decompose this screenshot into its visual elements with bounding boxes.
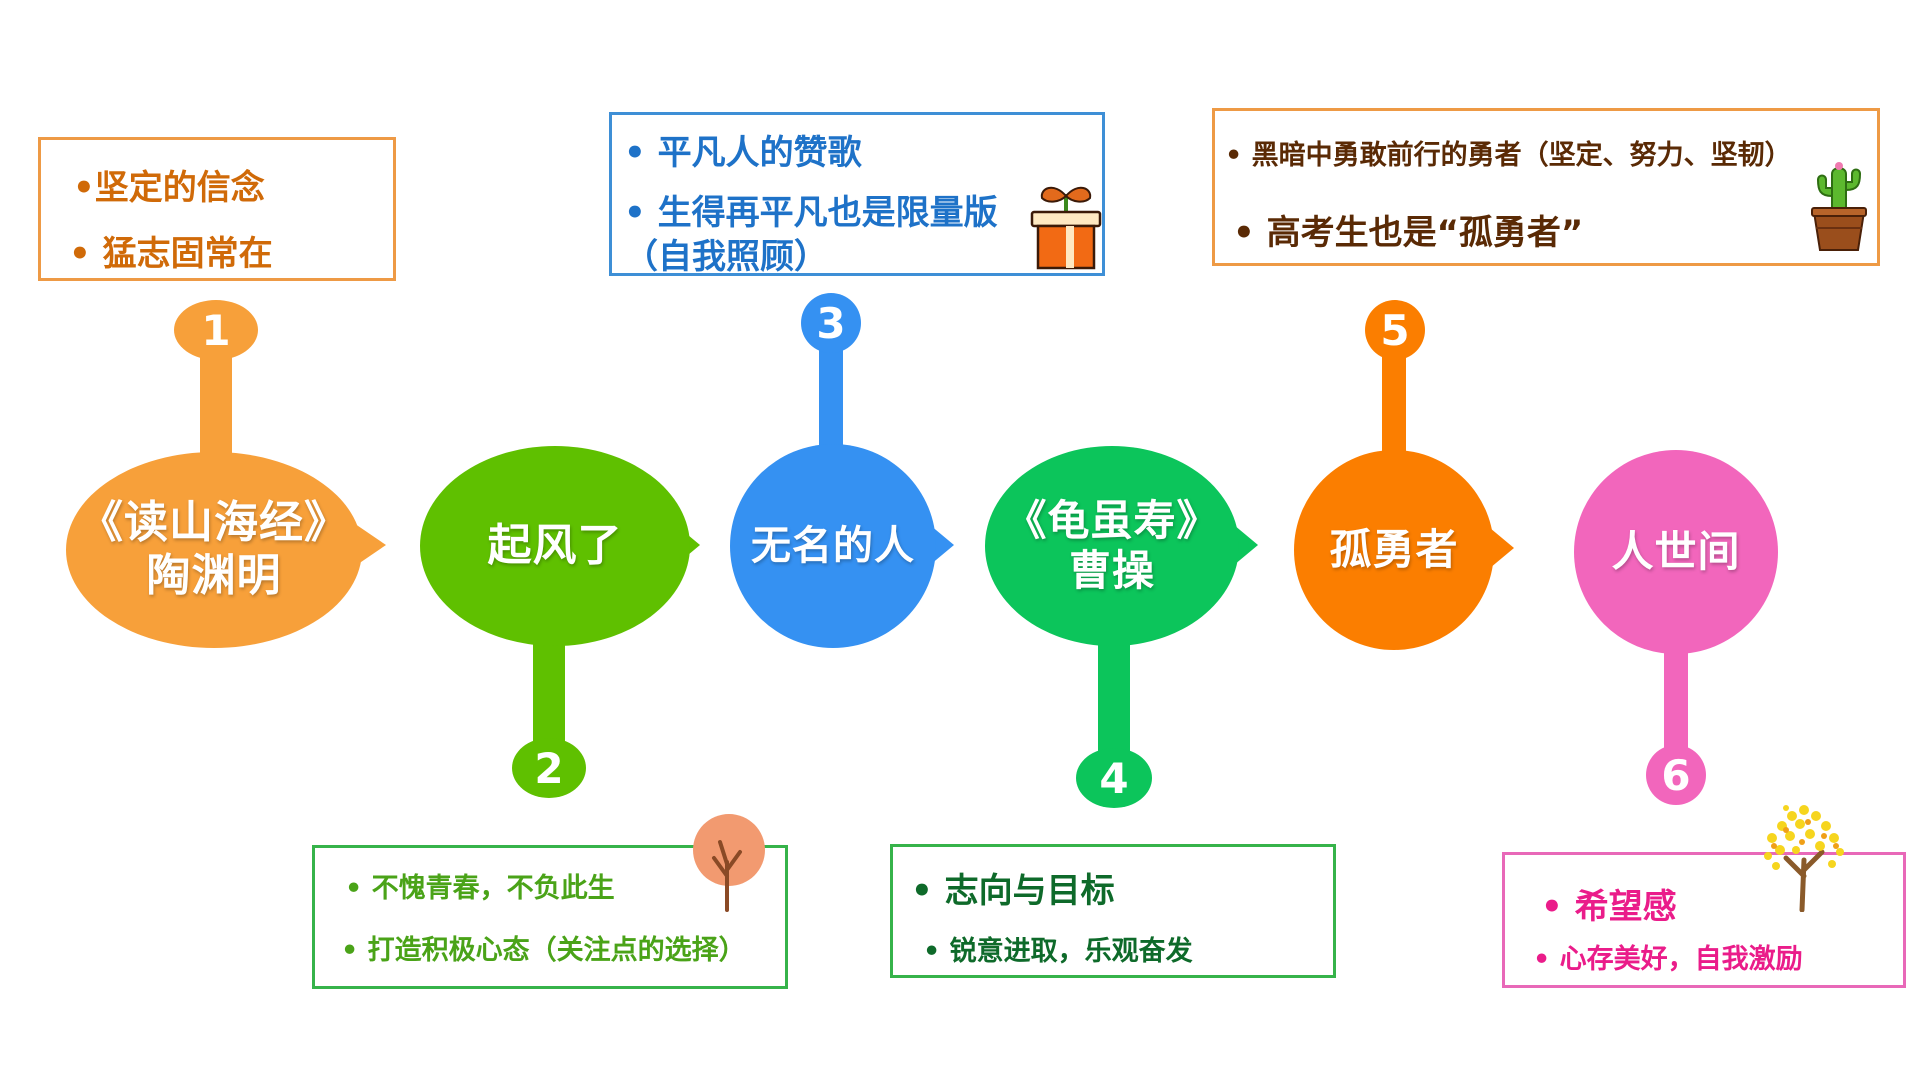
node-number-6: 6: [1646, 745, 1706, 805]
info-box-3: • 平凡人的赞歌 • 生得再平凡也是限量版 （自我照顾）: [609, 112, 1105, 277]
box3-item-2: • 生得再平凡也是限量版: [624, 193, 998, 233]
node-number-3: 3: [801, 293, 861, 353]
info-box-4: • 志向与目标 • 锐意进取，乐观奋发: [890, 844, 1336, 978]
info-box-1: •坚定的信念 • 猛志固常在: [38, 137, 396, 281]
box3-item-3: （自我照顾）: [624, 237, 828, 277]
autumn-tree-icon: [693, 814, 765, 912]
node-6-title: 人世间: [1611, 526, 1741, 576]
yellow-blossom-tree-icon: [1764, 805, 1844, 912]
node-number-4: 4: [1076, 748, 1152, 808]
info-box-5: • 黑暗中勇敢前行的勇者（坚定、努力、坚韧） • 高考生也是“孤勇者”: [1212, 108, 1880, 266]
node-1-title-line-1: 《读山海经》: [79, 497, 349, 549]
node-bubble-3: 无名的人: [730, 444, 936, 648]
gift-sprout-icon: [1030, 186, 1102, 270]
box5-item-1: • 黑暗中勇敢前行的勇者（坚定、努力、坚韧）: [1225, 140, 1792, 171]
info-box-6: • 希望感 • 心存美好，自我激励: [1502, 852, 1906, 988]
box1-item-2: • 猛志固常在: [69, 234, 273, 274]
box3-item-1: • 平凡人的赞歌: [624, 133, 862, 173]
node-bubble-6: 人世间: [1574, 450, 1778, 654]
box1-item-1: •坚定的信念: [73, 168, 265, 208]
node-5-title: 孤勇者: [1329, 524, 1459, 574]
box5-item-2: • 高考生也是“孤勇者”: [1233, 213, 1584, 253]
node-bubble-5: 孤勇者: [1294, 450, 1494, 650]
node-4-title-line-1: 《龟虽寿》: [1004, 495, 1220, 545]
node-1-title-line-2: 陶渊明: [146, 550, 282, 601]
potted-cactus-icon: [1811, 162, 1867, 251]
box6-item-1: • 希望感: [1541, 887, 1677, 927]
node-bubble-4: 《龟虽寿》 曹操: [985, 446, 1239, 646]
node-3-title: 无名的人: [751, 523, 915, 569]
node-4-title-line-2: 曹操: [1068, 546, 1155, 595]
box2-item-2: • 打造积极心态（关注点的选择）: [341, 935, 746, 966]
box4-item-1: • 志向与目标: [911, 871, 1115, 911]
node-bubble-1: 《读山海经》 陶渊明: [66, 452, 362, 648]
node-number-5: 5: [1365, 300, 1425, 360]
node-bubble-2: 起风了: [420, 446, 690, 646]
node-number-1: 1: [174, 300, 258, 360]
node-number-2: 2: [512, 738, 586, 798]
box6-item-2: • 心存美好，自我激励: [1533, 944, 1803, 975]
box4-item-2: • 锐意进取，乐观奋发: [923, 936, 1193, 967]
node-2-title: 起风了: [487, 519, 623, 571]
box2-item-1: • 不愧青春，不负此生: [345, 873, 615, 904]
